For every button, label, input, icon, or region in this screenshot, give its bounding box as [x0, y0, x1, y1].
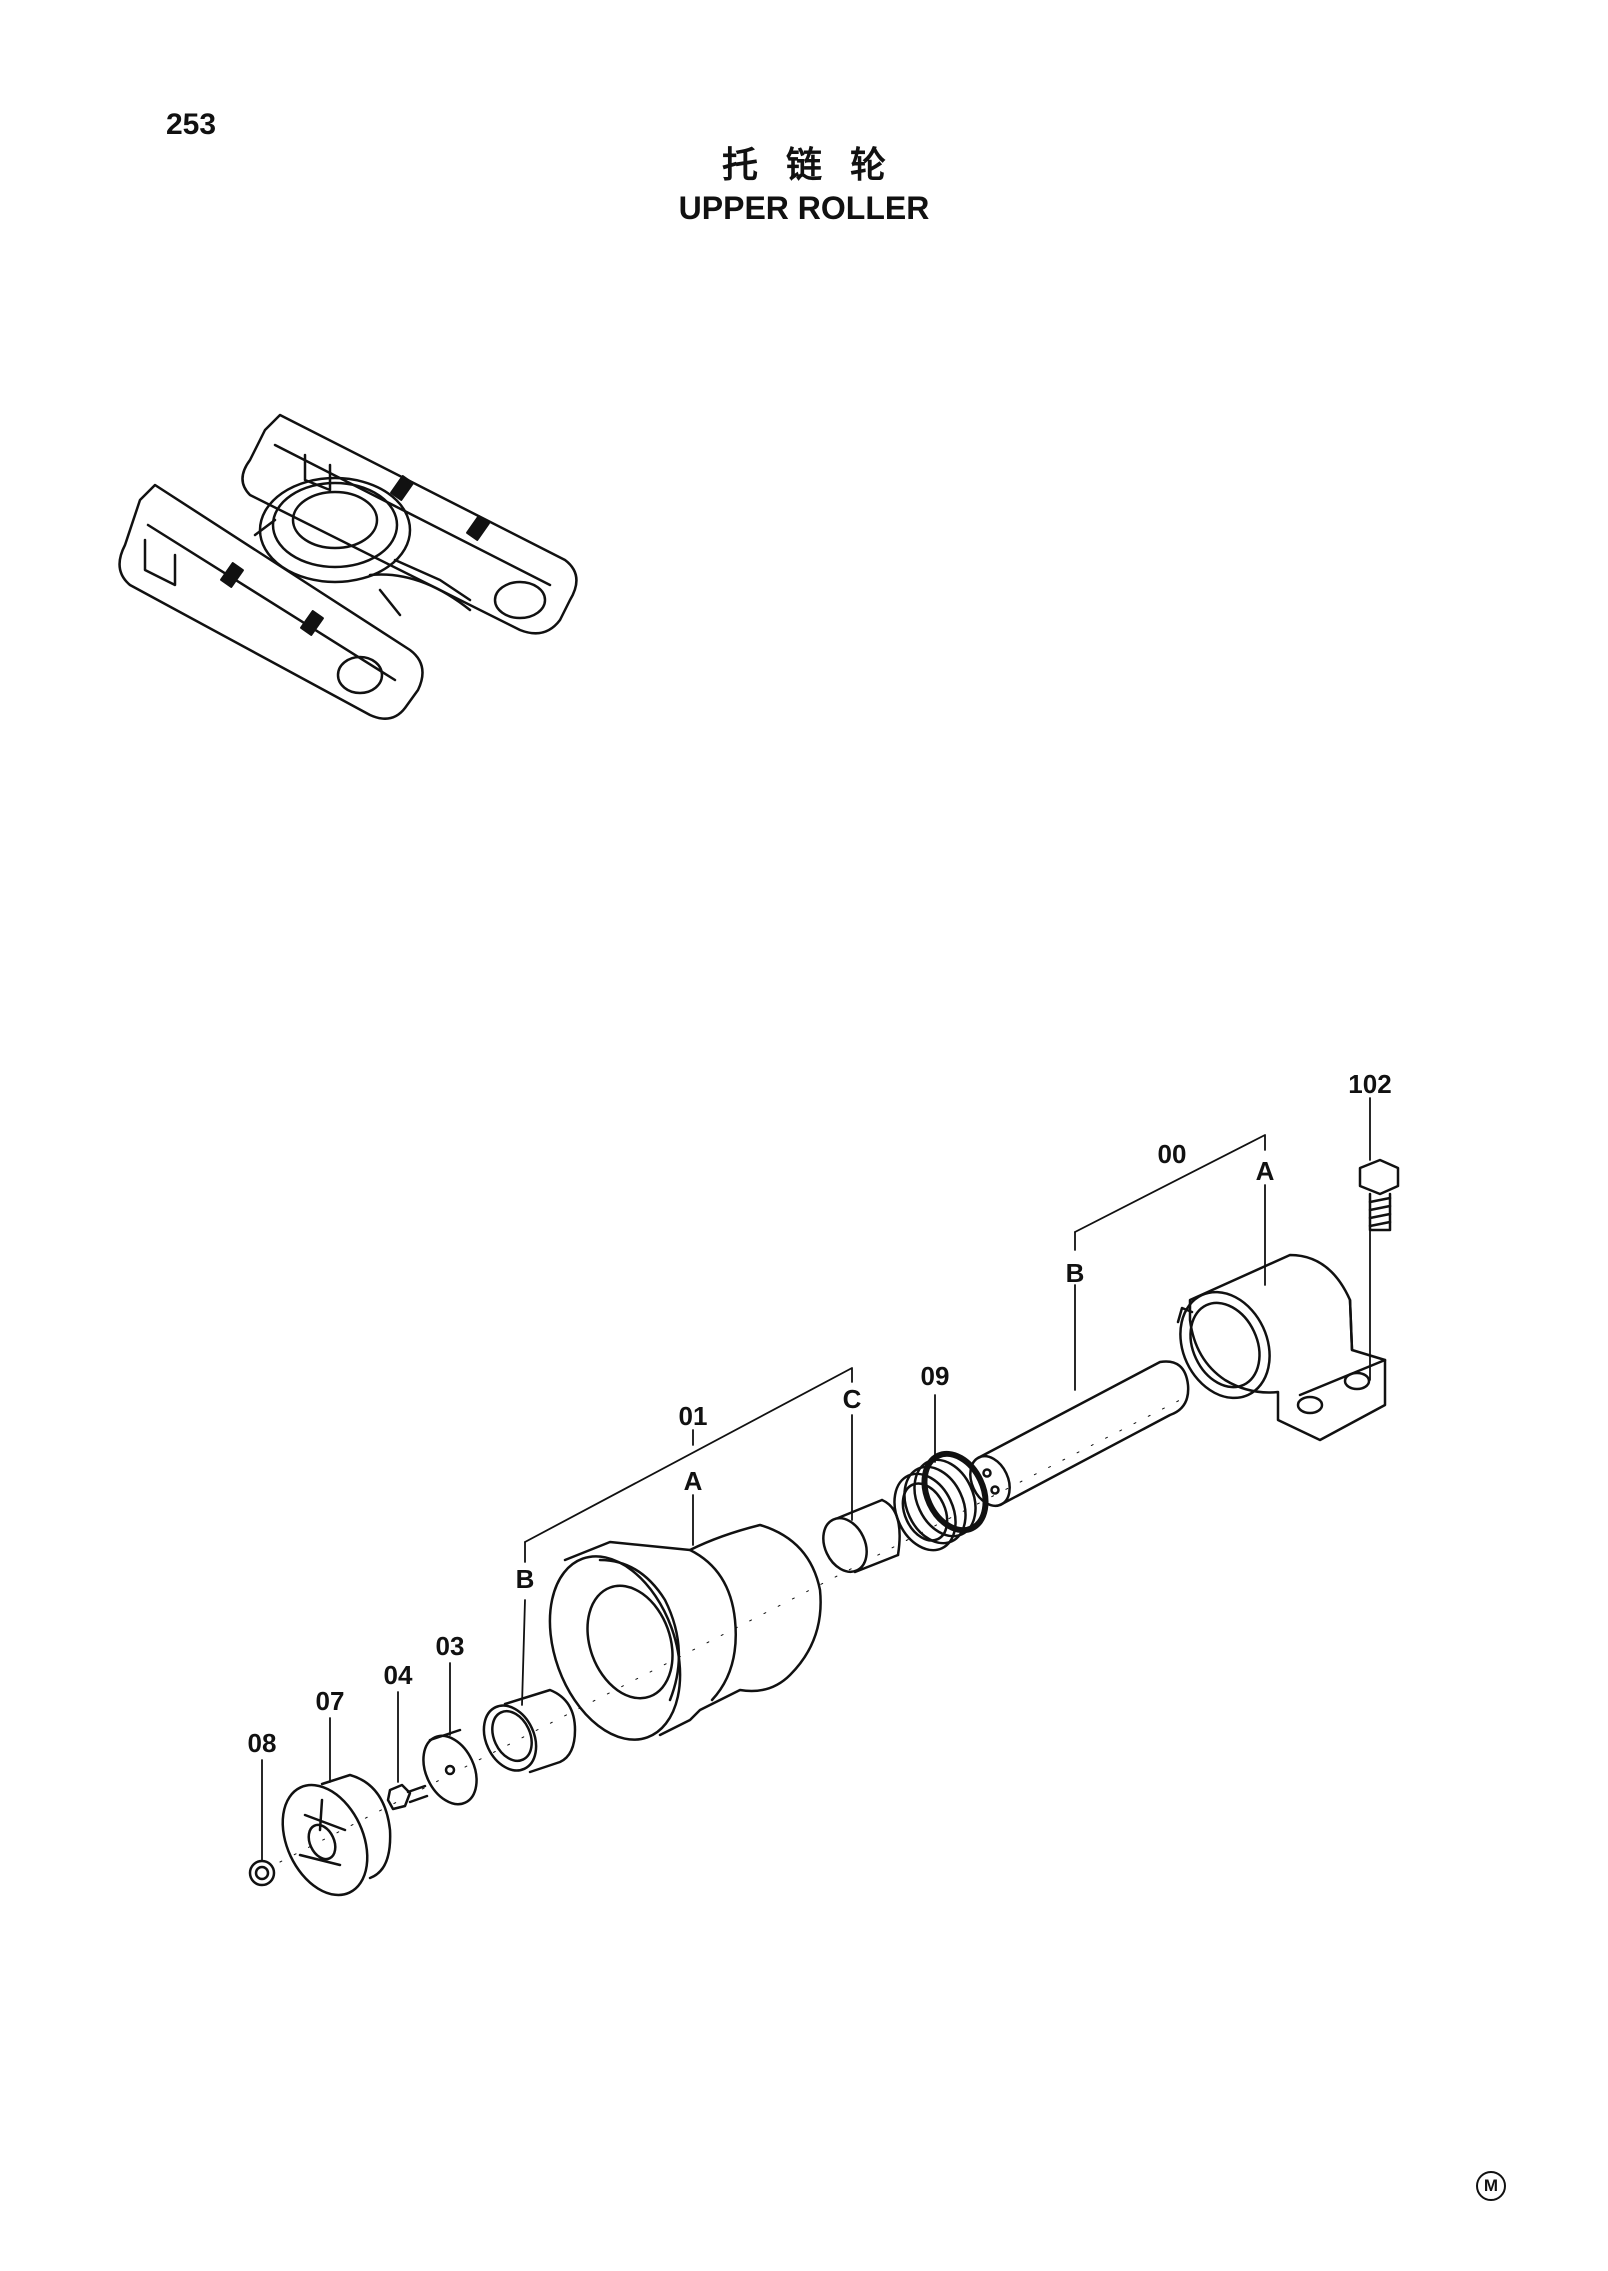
roller-body-01a: [548, 1523, 822, 1741]
title-chinese: 托链轮: [721, 145, 914, 186]
shaft-00b: [969, 1360, 1190, 1508]
leader-lines: [261, 1097, 1371, 1861]
callout-07: 07: [316, 1686, 345, 1716]
frame-bolts: [220, 475, 490, 636]
callout-01: 01: [679, 1401, 708, 1431]
cover-07: [281, 1773, 392, 1897]
bolt-04: [386, 1783, 429, 1811]
callout-04: 04: [384, 1660, 413, 1690]
callout-00: 00: [1158, 1139, 1187, 1169]
bushing-01c: [822, 1498, 901, 1574]
bracket-00a: [1176, 1253, 1387, 1442]
m-mark-symbol: M: [1476, 2171, 1506, 2201]
title-english: UPPER ROLLER: [678, 190, 930, 226]
callout-00-a: A: [1256, 1156, 1275, 1186]
plug-08: [248, 1859, 276, 1887]
flanged-bushing-01b: [482, 1688, 577, 1774]
callout-08: 08: [248, 1728, 277, 1758]
page-number: 253: [166, 108, 217, 141]
bolt-102: [1358, 1158, 1400, 1232]
callout-01-a: A: [684, 1466, 703, 1496]
callout-03: 03: [436, 1631, 465, 1661]
callout-00-b: B: [1066, 1258, 1085, 1288]
callout-01-b: B: [516, 1564, 535, 1594]
track-frame-overview: [118, 413, 578, 720]
callout-102: 102: [1348, 1069, 1391, 1099]
callout-09: 09: [921, 1361, 950, 1391]
plate-03: [422, 1728, 478, 1806]
callout-01-c: C: [843, 1384, 862, 1414]
